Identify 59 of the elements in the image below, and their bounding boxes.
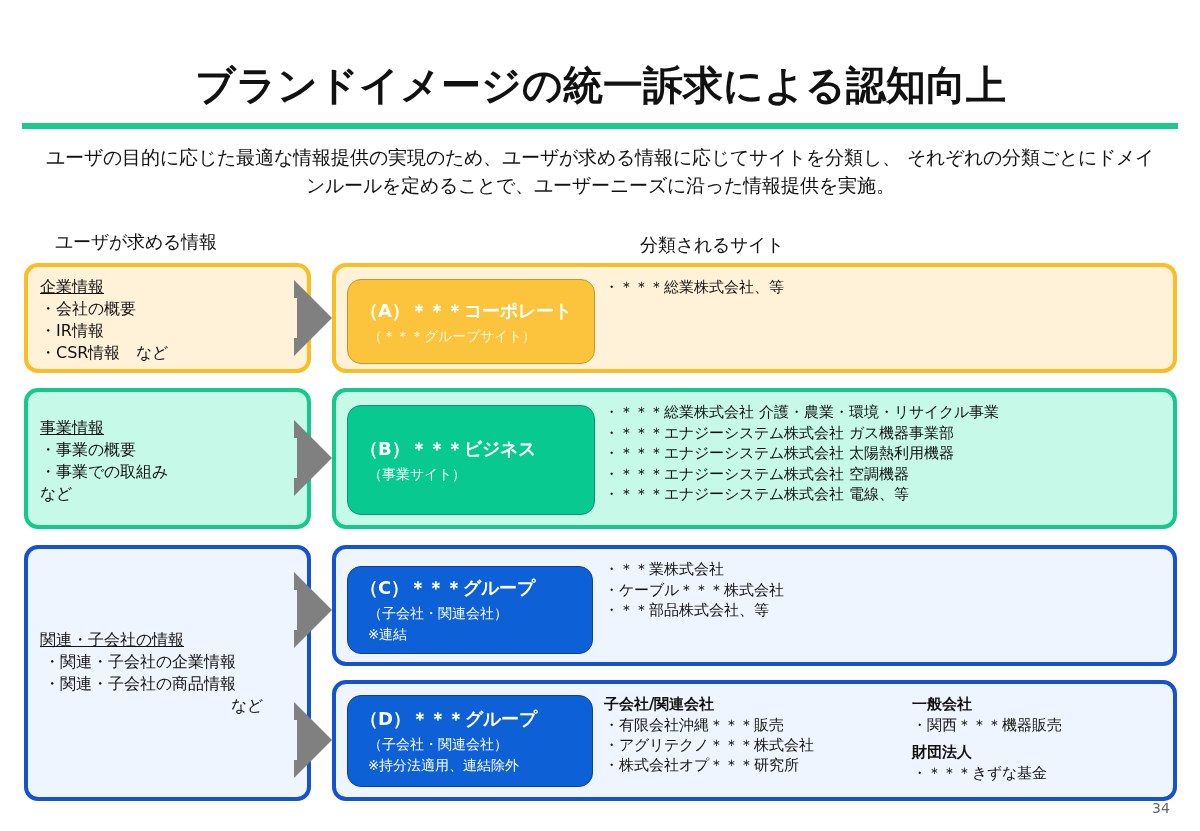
list-item: ・会社の概要 xyxy=(40,298,136,320)
list-item: ・＊＊＊エナジーシステム株式会社 ガス機器事業部 xyxy=(604,422,954,443)
block-arrow xyxy=(294,420,332,496)
site-panel xyxy=(332,263,1177,373)
group-heading: 子会社/関連会社 xyxy=(604,694,715,714)
site-note: （＊＊＊グループサイト） xyxy=(368,326,536,346)
site-note: （事業サイト） xyxy=(368,465,466,484)
list-item: ・株式会社オプ＊＊＊研究所 xyxy=(604,755,799,775)
site-note: ※持分法適用、連結除外 xyxy=(368,756,520,775)
list-item: ・IR情報 xyxy=(40,320,104,342)
site-panel xyxy=(332,680,1177,801)
site-name: （D）＊＊＊グループ xyxy=(360,707,537,731)
info-box xyxy=(24,545,311,801)
list-item: など xyxy=(40,482,72,505)
site-name: （C）＊＊＊グループ xyxy=(360,576,536,600)
list-item: ・＊＊＊総業株式会社 介護・農業・環境・リサイクル事業 xyxy=(604,402,999,422)
block-arrow xyxy=(294,702,332,778)
slide-title: ブランドイメージの統一訴求による認知向上 xyxy=(193,61,1007,110)
site-name: （B）＊＊＊ビジネス xyxy=(360,437,536,461)
group-heading: 一般会社 xyxy=(912,694,972,714)
box-heading: 事業情報 xyxy=(40,416,104,439)
group-heading: 財団法人 xyxy=(912,742,972,762)
site-note: （子会社・関連会社） xyxy=(368,735,508,754)
list-item: ・＊＊＊エナジーシステム株式会社 太陽熱利用機器 xyxy=(604,443,954,463)
info-box xyxy=(24,263,311,373)
list-item: ・CSR情報 など xyxy=(40,342,169,364)
page-number: 34 xyxy=(1152,800,1170,816)
list-item: ・関西＊＊＊機器販売 xyxy=(912,715,1062,735)
list-item: ・＊＊業株式会社 xyxy=(604,559,724,579)
list-item: ・＊＊＊エナジーシステム株式会社 電線、等 xyxy=(604,484,909,504)
list-item: ・関連・子会社の企業情報 xyxy=(44,651,236,673)
box-heading: 企業情報 xyxy=(40,276,104,298)
block-arrow xyxy=(294,280,332,356)
site-name: （A）＊＊＊コーポレート xyxy=(360,298,572,323)
site-box xyxy=(347,279,595,364)
info-box xyxy=(24,388,311,529)
list-item: ・関連・子会社の商品情報 xyxy=(44,673,236,695)
list-item: ・事業での取組み xyxy=(40,460,168,483)
list-item: ・アグリテクノ＊＊＊株式会社 xyxy=(604,735,814,755)
intro-text: ユーザの目的に応じた最適な情報提供の実現のため、ユーザが求める情報に応じてサイトを分類し、 それぞれの分類ごとにドメインルールを定めることで、ユーザーニーズに沿った情報提供を実施。 xyxy=(44,145,1155,198)
list-item: など xyxy=(231,695,263,717)
list-item: ・有限会社沖縄＊＊＊販売 xyxy=(604,715,784,735)
block-arrow xyxy=(294,572,332,648)
list-item: ・＊＊＊総業株式会社、等 xyxy=(604,277,784,297)
site-note: （子会社・関連会社） xyxy=(368,604,508,623)
site-box xyxy=(347,566,593,654)
column-heading: ユーザが求める情報 xyxy=(55,230,217,254)
list-item: ・事業の概要 xyxy=(40,438,136,461)
list-item: ・＊＊＊きずな基金 xyxy=(912,763,1047,783)
site-panel xyxy=(332,388,1177,529)
box-heading: 関連・子会社の情報 xyxy=(40,629,184,651)
column-heading: 分類されるサイト xyxy=(640,233,784,257)
site-box xyxy=(347,405,595,515)
list-item: ・＊＊部品株式会社、等 xyxy=(604,600,769,620)
site-box xyxy=(347,695,593,787)
list-item: ・＊＊＊エナジーシステム株式会社 空調機器 xyxy=(604,463,909,484)
site-panel xyxy=(332,545,1177,666)
list-item: ・ケーブル＊＊＊株式会社 xyxy=(604,579,784,600)
site-note: ※連結 xyxy=(368,625,408,644)
